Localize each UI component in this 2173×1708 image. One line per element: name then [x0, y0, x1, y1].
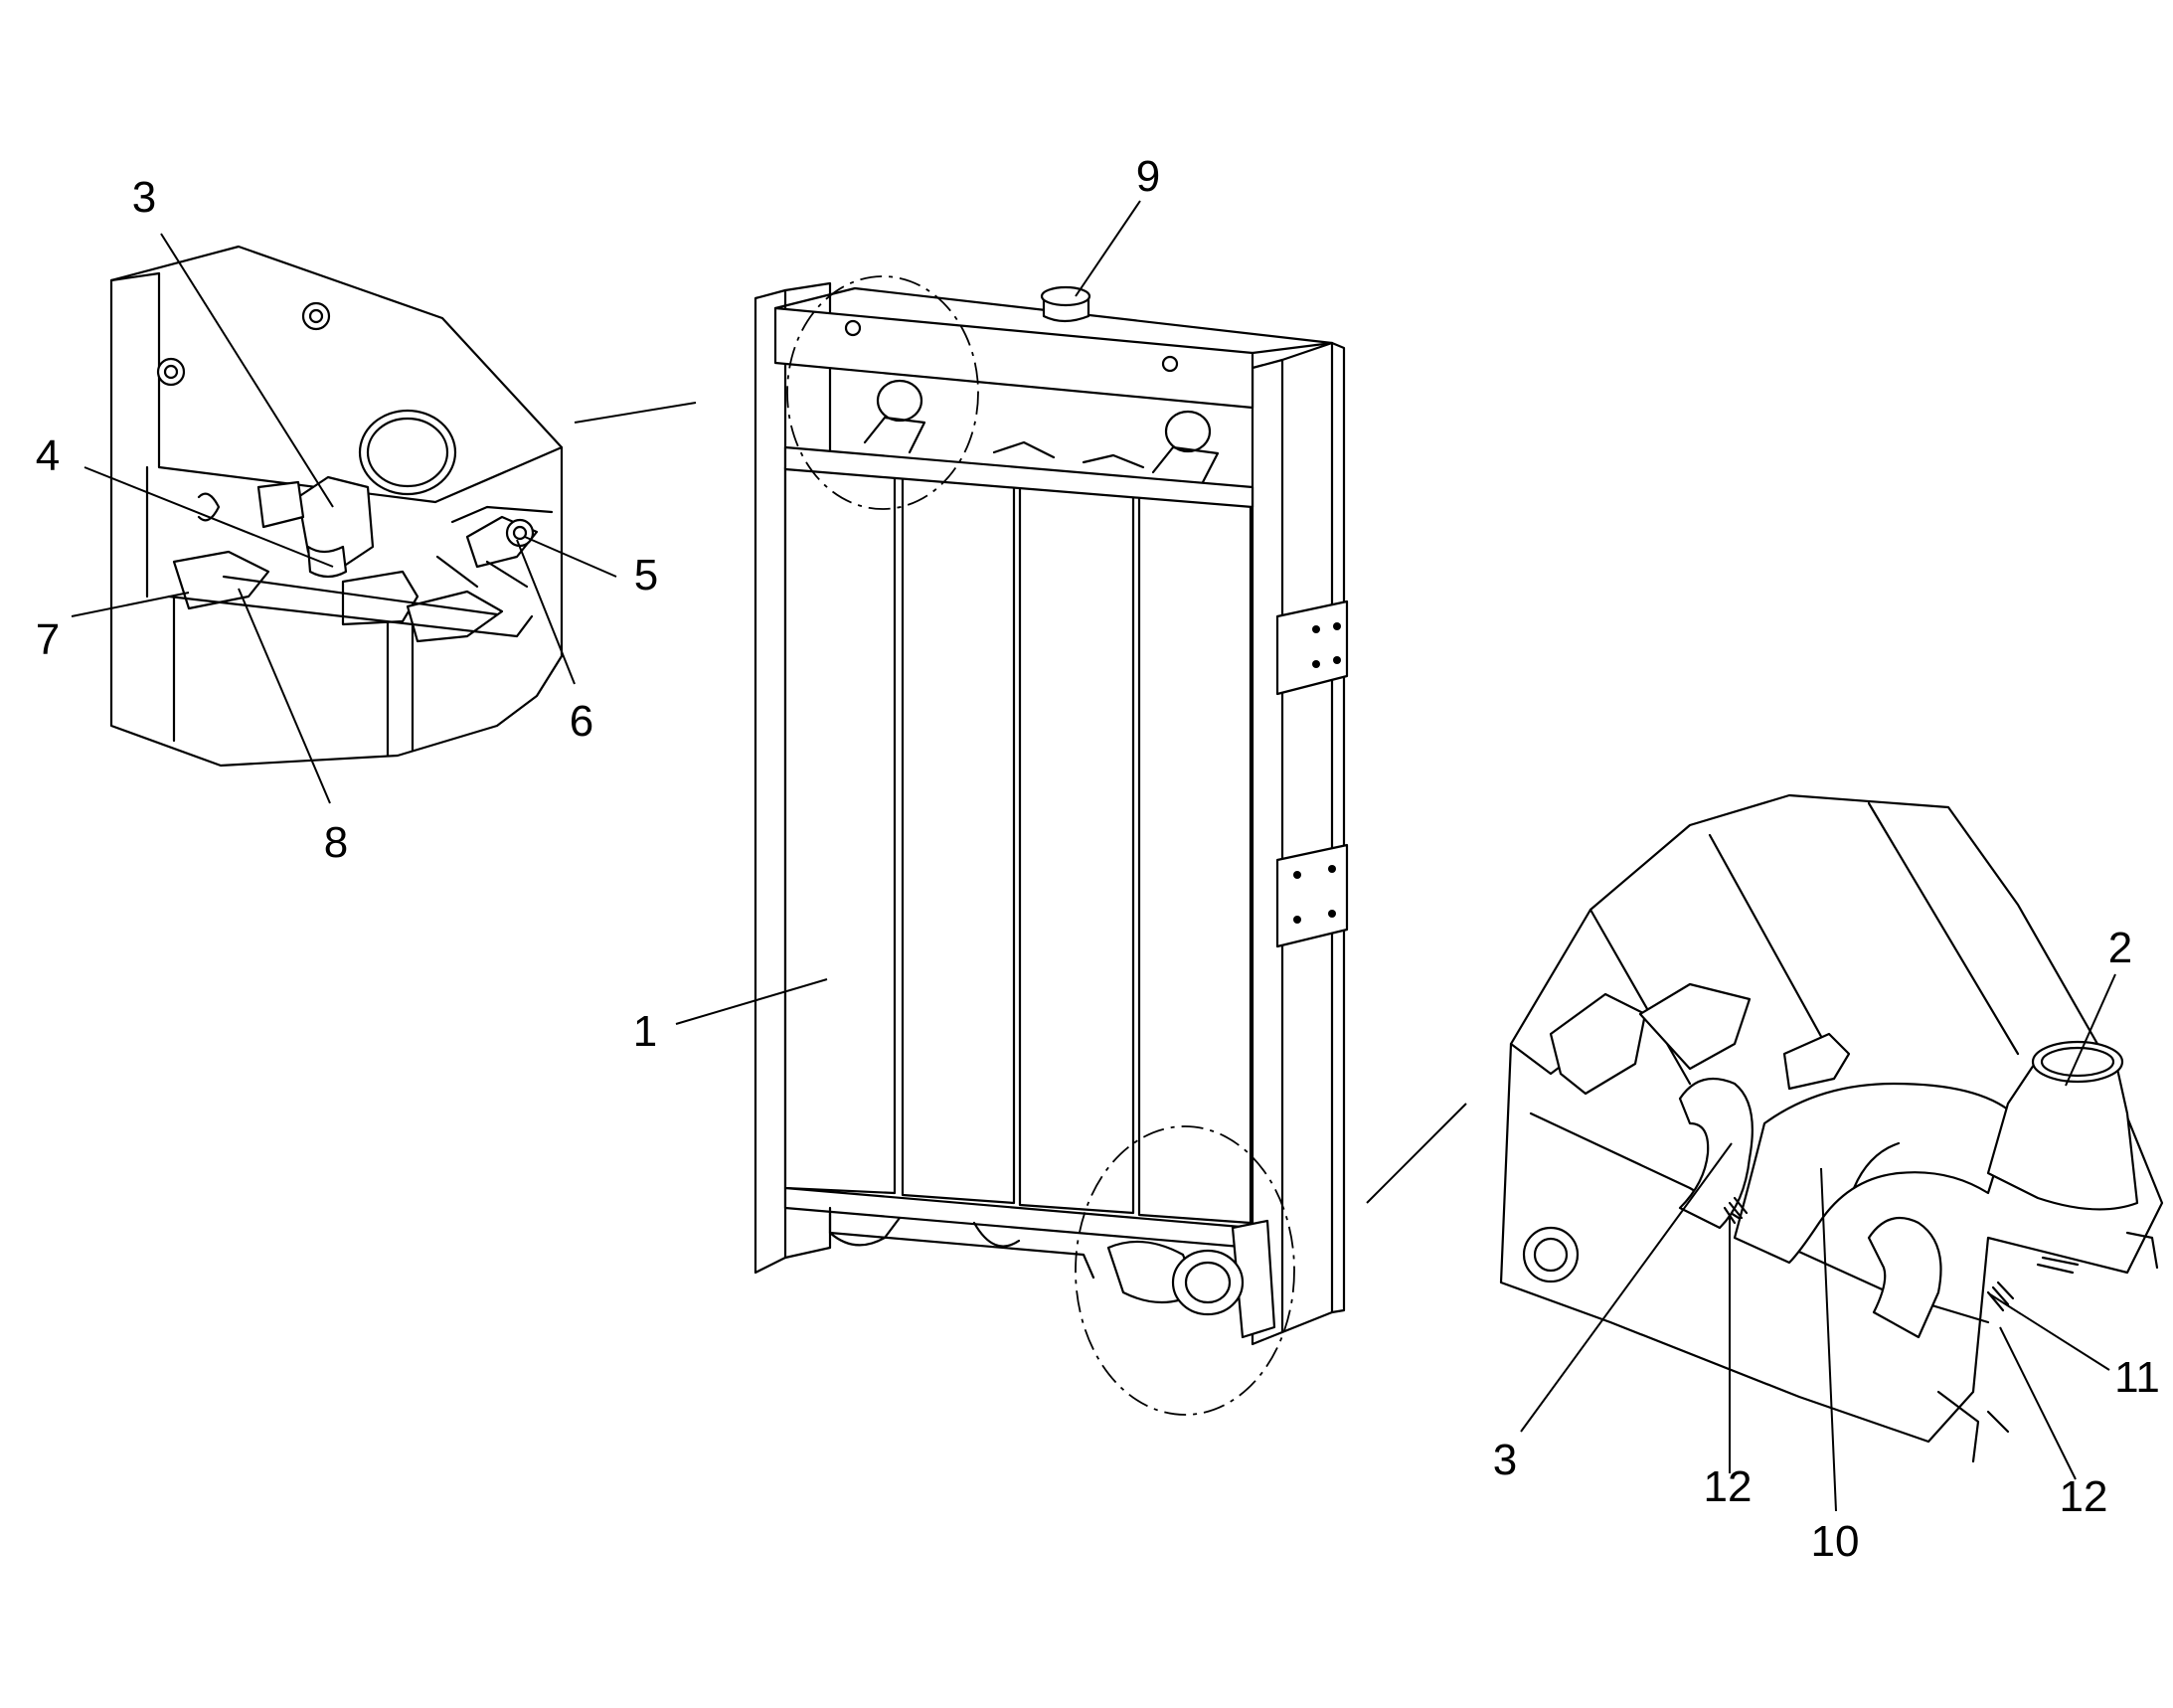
callout-12-left: 12 — [1704, 1462, 1753, 1511]
leader-lines — [71, 200, 2116, 1512]
callout-7: 7 — [36, 615, 60, 664]
main-cooler-assembly — [574, 275, 1467, 1416]
callout-3-top: 3 — [132, 173, 156, 222]
callout-10: 10 — [1811, 1517, 1860, 1566]
callout-labels: 9 3 4 5 7 6 8 1 2 11 3 12 12 10 — [36, 152, 2160, 1566]
upper-detail-view — [109, 245, 564, 768]
callout-2: 2 — [2108, 924, 2132, 972]
callout-3-bottom: 3 — [1493, 1436, 1517, 1484]
callout-8: 8 — [324, 818, 348, 867]
callout-1: 1 — [633, 1007, 657, 1056]
lower-detail-view — [1499, 793, 2164, 1463]
callout-6: 6 — [570, 697, 593, 746]
lower-detail-circle — [1075, 1125, 1295, 1416]
callout-12-right: 12 — [2060, 1472, 2108, 1521]
callout-11: 11 — [2114, 1353, 2160, 1402]
callout-9: 9 — [1136, 152, 1160, 201]
upper-detail-circle — [786, 275, 979, 510]
callout-5: 5 — [634, 551, 658, 599]
callout-4: 4 — [36, 431, 60, 480]
